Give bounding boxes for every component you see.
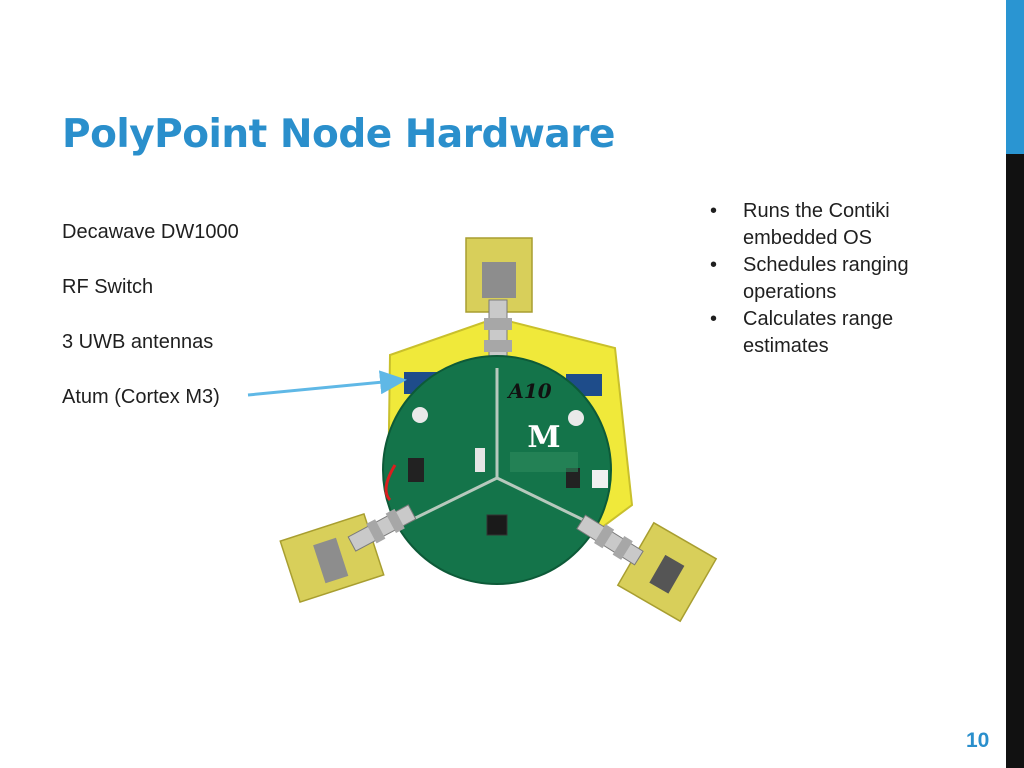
antenna-right [616,521,718,623]
page-number: 10 [966,729,990,752]
connector-left [347,504,417,552]
label-rf-switch: RF Switch [62,276,154,298]
label-atum: Atum (Cortex M3) [62,386,220,408]
board-photo: M A10 [247,237,718,623]
red-wire [384,464,397,502]
connector-right [576,514,644,566]
slide-title: PolyPoint Node Hardware [62,112,615,157]
sidebar-dark-bar [1006,154,1024,768]
dw1000-chip [486,514,508,536]
bullet-text: Calculates range estimates [743,308,894,357]
atum-pointer-arrow [247,370,407,397]
board-logo: M [527,420,560,455]
bullet-item: • Calculates range estimates [710,306,970,360]
board-script-mark: A10 [506,379,551,403]
sidebar-accent-bar [1006,0,1024,154]
label-decawave: Decawave DW1000 [62,221,239,243]
bullet-marker: • [710,254,718,276]
component-label-list: Decawave DW1000 RF Switch 3 UWB antennas… [62,218,239,438]
bullet-text: Runs the Contiki embedded OS [743,200,890,249]
antenna-top-patch [482,262,516,298]
feature-bullet-list: • Runs the Contiki embedded OS • Schedules… [710,198,970,360]
bullet-text: Schedules ranging operations [743,254,909,303]
bullet-item: • Runs the Contiki embedded OS [710,198,970,252]
bullet-item: • Schedules ranging operations [710,252,970,306]
bullet-marker: • [710,308,718,330]
label-uwb-antennas: 3 UWB antennas [62,331,214,353]
bullet-marker: • [710,200,718,222]
